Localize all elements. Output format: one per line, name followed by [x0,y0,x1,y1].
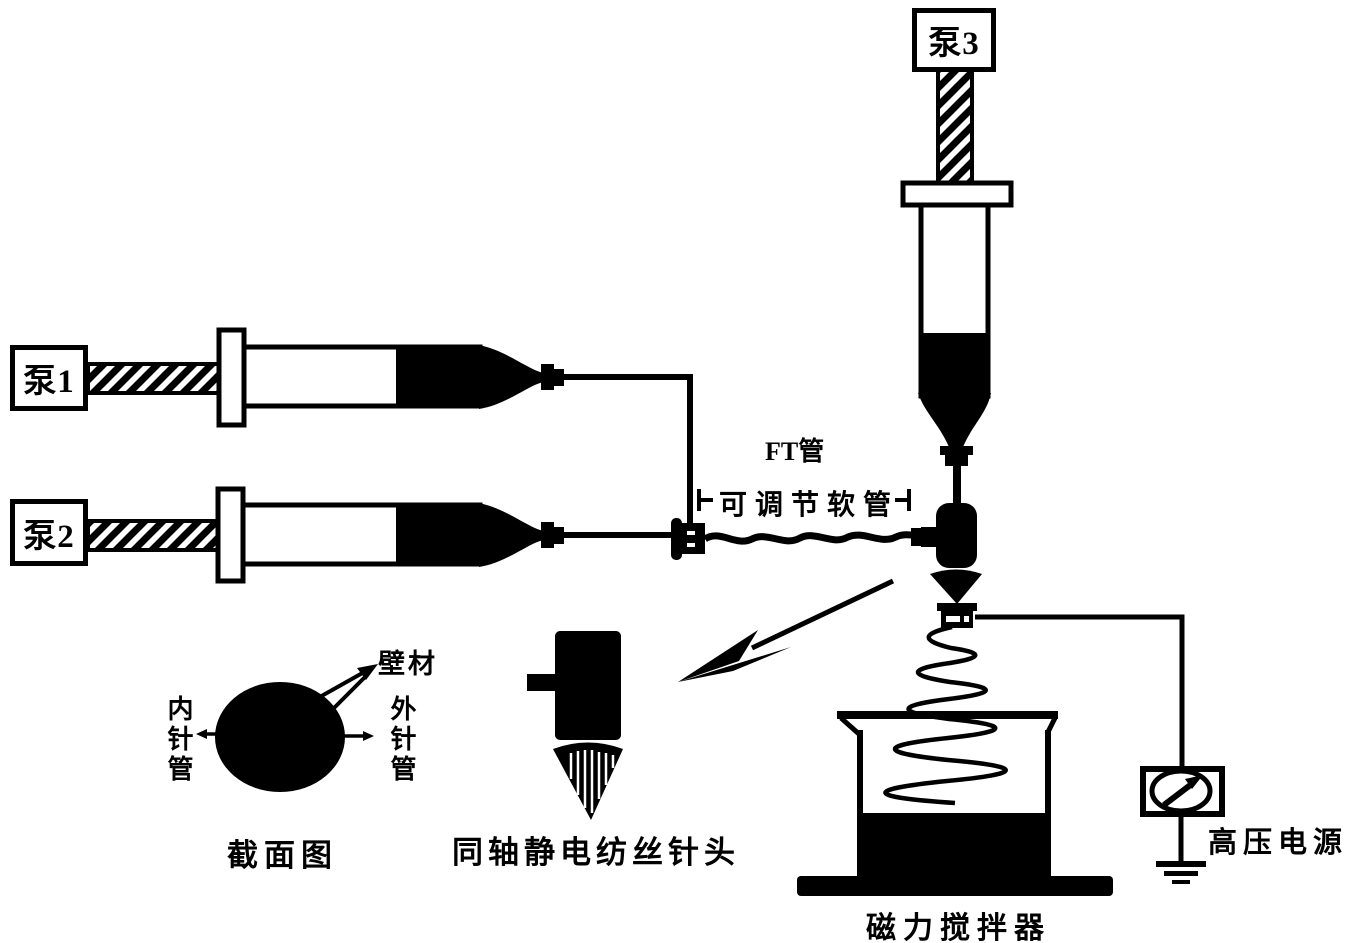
coaxial-cone [930,569,982,604]
junction-slot-2 [687,543,695,547]
pump1-syringe [86,327,693,523]
wall-material-label: 壁材 [378,649,438,679]
hv-meter-dial [1149,768,1213,814]
pump2-box: 泵2 [10,499,88,566]
needle-fitting-slot [946,616,960,622]
pump2-syringe [86,486,672,584]
hose-junction-fitting [671,518,705,560]
cross-section-ellipse [215,682,345,792]
pump3-plunger-rod [936,68,974,187]
callout-arrow-head-upper [678,630,758,682]
callout-arrow-head-lower [678,647,791,682]
pump2-plunger-rod [86,519,220,552]
beaker [837,711,1058,878]
ground-symbol [1156,861,1206,884]
adjustable-hose-label: 可调节软管 [719,490,900,521]
hv-meter-pointer-head [1185,775,1203,789]
pump3-nozzle-taper [918,393,991,447]
coaxial-body [936,503,977,568]
pump1-plunger-rod [86,362,221,395]
junction-slot-1 [687,531,695,535]
callout-arrow-shaft [750,578,895,651]
pump1-label: 泵1 [23,364,75,400]
ft-tube-label: FT管 [765,437,825,466]
pump1-luer-collar [541,364,554,390]
pump2-nozzle-taper [479,503,548,567]
pump1-box: 泵1 [10,345,88,411]
outer-needle-arrow-head [363,731,374,741]
beaker-wall-right [1045,730,1051,878]
high-voltage-circuit [975,614,1225,884]
pump3-luer-collar [940,446,973,455]
pump2-liquid [396,505,482,564]
hv-wire-top [975,614,1185,770]
cross-section-caption: 截面图 [227,838,338,873]
pump3-needle-line [953,465,961,507]
bracket-left-mark [697,489,713,511]
needle-fitting-dot [964,616,969,622]
pump3-syringe [900,68,1014,507]
magnetic-stirrer-label: 磁力搅拌器 [866,912,1051,943]
enlarged-needle-side-port [527,674,557,691]
enlarged-needle-cone [553,742,623,820]
pump2-label: 泵2 [23,518,75,555]
needle-fitting-plate [937,603,977,611]
magnetic-stirrer-plate [797,876,1113,896]
pump3-label: 泵3 [928,26,980,62]
pump1-plunger-flange [216,327,247,428]
zoom-callout-arrow [678,578,895,682]
junction-block [682,523,705,554]
bracket-right-mark [895,489,911,511]
enlarged-needle-cone-streaks [569,750,615,813]
pump3-liquid [923,333,986,398]
junction-plate [671,518,682,560]
flexible-hose-wavy-tube [703,531,929,545]
inner-needle-label: 内针管 [164,695,193,785]
pump2-plunger-flange [215,486,246,584]
pump2-luer-collar [541,522,554,548]
pump3-plunger-flange [900,180,1014,208]
pump1-nozzle-taper [479,345,548,409]
wall-material-callout-lines [317,669,370,714]
beaker-liquid [860,813,1048,878]
ground-line-2 [1164,871,1198,876]
ground-line-3 [1172,880,1190,884]
coaxial-needle-caption: 同轴静电纺丝针头 [452,835,740,870]
pump2-luer-tip [554,527,564,544]
enlarged-needle-hub [555,631,621,740]
pump3-box: 泵3 [912,8,996,72]
hv-meter-pointer [1162,780,1195,808]
inner-needle-arrow-head [196,729,207,739]
pump1-tube [562,374,693,523]
outer-needle-label: 外针管 [387,695,416,785]
beaker-rim [837,711,1058,719]
pump1-liquid [396,347,482,406]
cross-section-figure [196,664,378,792]
pump3-luer-tip [945,455,968,466]
ground-line-1 [1156,861,1206,867]
high-voltage-label: 高压电源 [1208,827,1349,859]
coaxial-needle-assembly [921,503,982,628]
pump1-luer-tip [554,369,564,386]
beaker-wall-left [857,730,863,878]
wall-material-arrow-head [357,664,378,680]
enlarged-needle [527,631,623,820]
